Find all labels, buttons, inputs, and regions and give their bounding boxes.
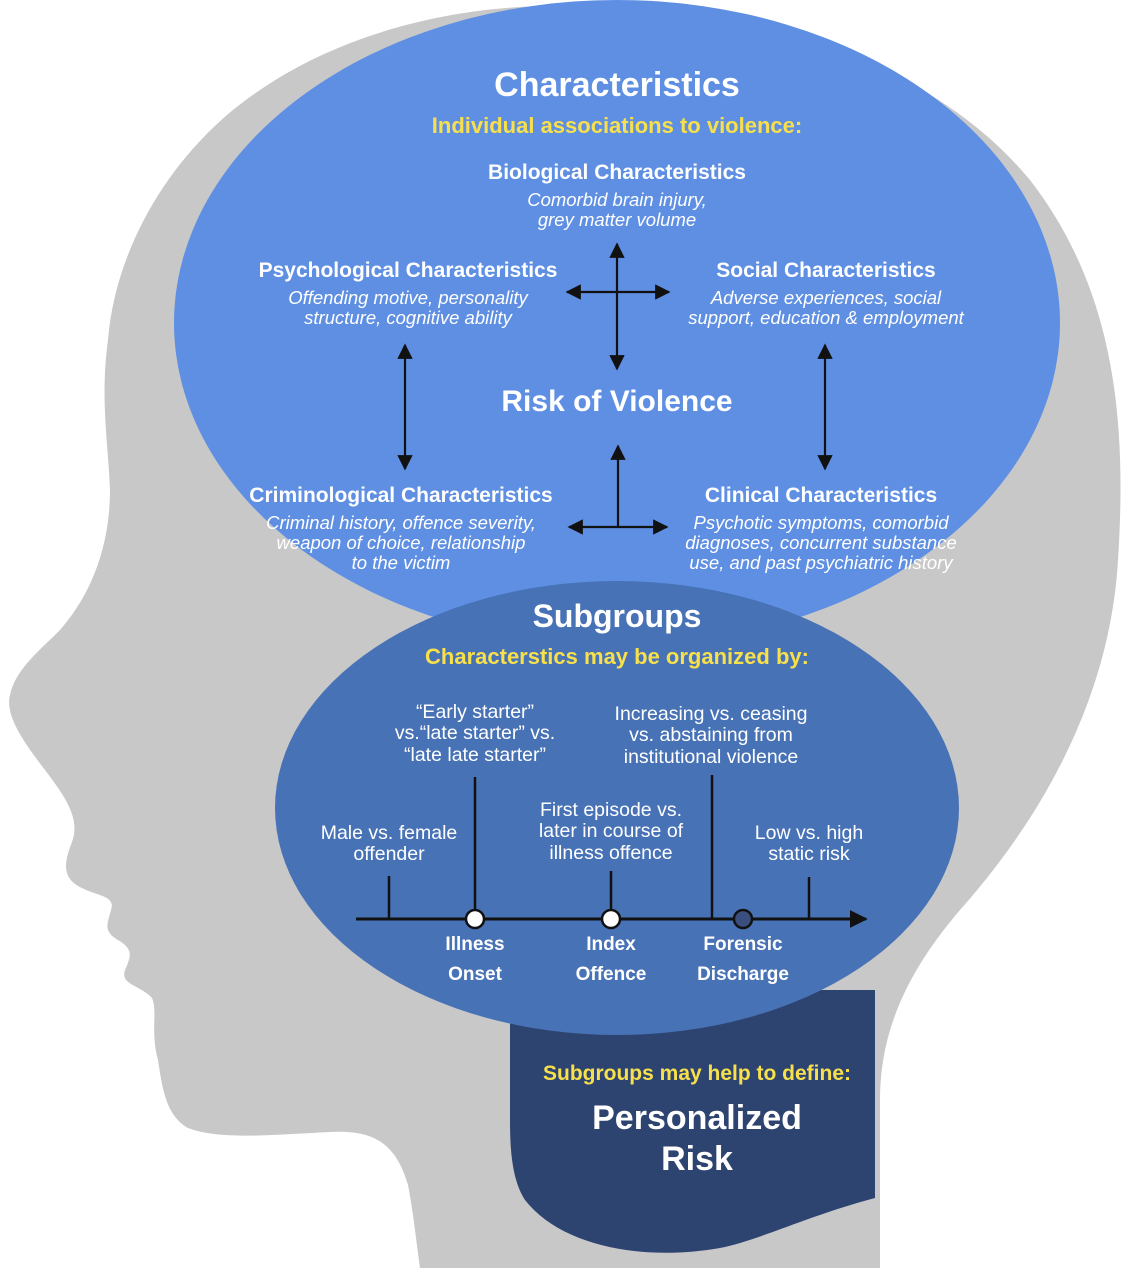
- biological-desc-line-2: grey matter volume: [537, 208, 697, 230]
- institutional-line-1: Increasing vs. ceasing: [614, 703, 808, 725]
- episode-line-2: later in course of: [538, 820, 684, 843]
- sex-label: Male vs. female offender: [299, 822, 479, 866]
- timeline-marker-forensic-discharge: [732, 908, 754, 930]
- personalized-line-2: Risk: [661, 1139, 733, 1178]
- timeline-label-index-offence: Index Offence: [551, 930, 671, 991]
- criminological-desc-line-3: to the victim: [351, 551, 451, 573]
- timeline-marker-index-offence: [600, 908, 622, 930]
- psychological-desc-line-1: Offending motive, personality: [288, 287, 528, 308]
- clinical-desc: Psychotic symptoms, comorbid diagnoses, …: [631, 513, 1011, 573]
- characteristics-subtitle: Individual associations to violence:: [431, 113, 803, 138]
- starter-line-1: “Early starter”: [415, 701, 535, 723]
- social-desc-line-2: support, education & employment: [688, 306, 964, 328]
- institutional-label: Increasing vs. ceasing vs. abstaining fr…: [586, 703, 836, 768]
- subgroups-ellipse: [275, 581, 959, 1035]
- timeline-label-illness-onset: Illness Onset: [415, 930, 535, 991]
- criminological-desc-line-2: weapon of choice, relationship: [276, 531, 526, 553]
- clinical-desc-line-2: diagnoses, concurrent substance: [685, 531, 957, 553]
- episode-line-3: illness offence: [549, 841, 673, 864]
- timeline-marker-illness-onset: [464, 908, 486, 930]
- subgroups-subtitle: Characterstics may be organized by:: [425, 644, 809, 669]
- neck-block: [510, 990, 875, 1253]
- criminological-desc: Criminal history, offence severity, weap…: [211, 513, 591, 573]
- biological-desc: Comorbid brain injury, grey matter volum…: [417, 190, 817, 230]
- static-risk-line-2: static risk: [768, 843, 850, 866]
- starter-label: “Early starter” vs.“late starter” vs. “l…: [355, 701, 595, 766]
- risk-of-violence-label: Risk of Violence: [501, 385, 733, 418]
- subgroups-title: Subgroups: [532, 598, 702, 634]
- index-line-2: Offence: [575, 964, 647, 986]
- illness-line-2: Onset: [448, 964, 502, 986]
- criminological-label: Criminological Characteristics: [249, 484, 553, 507]
- episode-label: First episode vs. later in course of ill…: [501, 799, 721, 864]
- clinical-desc-line-3: use, and past psychiatric history: [689, 551, 953, 573]
- personalized-subtitle: Subgroups may help to define:: [542, 1062, 852, 1085]
- psychological-desc: Offending motive, personality structure,…: [218, 288, 598, 328]
- personalized-line-1: Personalized: [592, 1099, 802, 1137]
- clinical-label: Clinical Characteristics: [704, 484, 938, 507]
- episode-line-1: First episode vs.: [540, 799, 682, 821]
- static-risk-label: Low vs. high static risk: [729, 822, 889, 866]
- biological-desc-line-1: Comorbid brain injury,: [527, 189, 707, 210]
- social-desc-line-1: Adverse experiences, social: [710, 287, 942, 308]
- characteristics-title: Characteristics: [494, 66, 740, 104]
- starter-line-2: vs.“late starter” vs.: [394, 722, 556, 745]
- personalized-risk-title: Personalized Risk: [547, 1098, 847, 1180]
- criminological-desc-line-1: Criminal history, offence severity,: [266, 512, 536, 533]
- clinical-desc-line-1: Psychotic symptoms, comorbid: [693, 512, 949, 533]
- social-desc: Adverse experiences, social support, edu…: [636, 288, 1016, 328]
- institutional-line-3: institutional violence: [623, 745, 799, 768]
- biological-label: Biological Characteristics: [488, 161, 746, 184]
- timeline-label-forensic-discharge: Forensic Discharge: [673, 930, 813, 991]
- social-label: Social Characteristics: [716, 259, 936, 282]
- institutional-line-2: vs. abstaining from: [629, 724, 793, 747]
- psychological-label: Psychological Characteristics: [258, 259, 558, 282]
- static-risk-line-1: Low vs. high: [754, 822, 864, 844]
- forensic-line-1: Forensic: [703, 934, 783, 955]
- index-line-1: Index: [586, 934, 636, 955]
- forensic-line-2: Discharge: [697, 964, 789, 986]
- starter-line-3: “late late starter”: [404, 743, 546, 766]
- illness-line-1: Illness: [445, 934, 505, 955]
- sex-line-2: offender: [353, 843, 425, 866]
- psychological-desc-line-2: structure, cognitive ability: [304, 306, 512, 328]
- sex-line-1: Male vs. female: [320, 822, 458, 844]
